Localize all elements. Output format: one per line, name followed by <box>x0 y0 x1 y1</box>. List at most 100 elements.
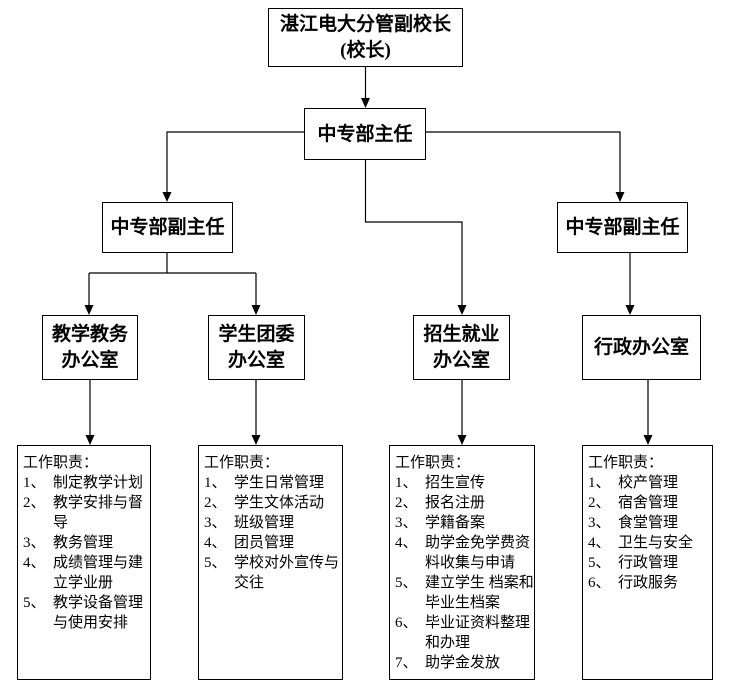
duty-item-text: 宿舍管理 <box>618 495 679 511</box>
duties-admin-heading: 工作职责： <box>588 455 664 471</box>
duty-item-text: 学籍备案 <box>425 515 486 531</box>
arrowhead-to-deputy-left <box>162 192 172 202</box>
duty-item: 1、 校产管理 <box>588 473 712 493</box>
duty-item-number: 3、 <box>23 535 46 551</box>
duty-item: 1、 招生宣传 <box>395 473 534 493</box>
duty-item-number: 5、 <box>23 595 46 611</box>
arrowhead-to-teaching-office <box>84 305 94 315</box>
duty-item: 5、 建立学生 档案和毕业生档案 <box>395 573 534 613</box>
duty-item-text: 教学设备管理与使用安排 <box>53 595 144 631</box>
duty-item-number: 4、 <box>23 555 46 571</box>
duty-item-number: 1、 <box>395 475 418 491</box>
connector-director-to-deputy-left <box>166 131 304 194</box>
duty-item: 6、 行政服务 <box>588 573 712 593</box>
duties-enrollment-heading: 工作职责： <box>395 455 471 471</box>
duty-item: 1、 制定教学计划 <box>23 473 150 493</box>
department-director-label: 中专部主任 <box>317 123 413 145</box>
arrowhead-to-student-office <box>251 305 261 315</box>
duty-item-text: 学生文体活动 <box>234 495 325 511</box>
box-office-student-league: 学生团委 办公室 <box>208 315 305 380</box>
duty-item: 2、 学生文体活动 <box>204 493 342 513</box>
duty-item-number: 2、 <box>588 495 611 511</box>
duty-item-text: 助学金发放 <box>425 655 501 671</box>
office-teaching-line1: 教学教务 <box>51 323 128 345</box>
duty-item: 3、 班级管理 <box>204 513 342 533</box>
arrowhead-to-enrollment-office <box>457 305 467 315</box>
box-duties-student-league: 工作职责： 1、 学生日常管理 2、 学生文体活动 3、 班级管理 4、 团员管… <box>198 445 343 680</box>
duty-item-number: 1、 <box>588 475 611 491</box>
duty-item: 2、 报名注册 <box>395 493 534 513</box>
duty-item: 4、 助学金免学费资料收集与申请 <box>395 533 534 573</box>
office-enrollment-line2: 办公室 <box>432 349 490 371</box>
vice-president-line1: 湛江电大分管副校长 <box>279 13 451 35</box>
duty-item-number: 6、 <box>588 575 611 591</box>
arrowhead-to-director <box>361 98 370 108</box>
office-enrollment-line1: 招生就业 <box>423 323 500 345</box>
office-student-league-line1: 学生团委 <box>218 323 295 345</box>
duty-item-number: 3、 <box>395 515 418 531</box>
duty-item: 3、 学籍备案 <box>395 513 534 533</box>
duty-item-number: 3、 <box>204 515 227 531</box>
duty-item-text: 食堂管理 <box>618 515 679 531</box>
duty-item: 2、 宿舍管理 <box>588 493 712 513</box>
vice-president-line2: (校长) <box>340 39 391 61</box>
duty-item-number: 1、 <box>23 475 46 491</box>
duty-item-text: 教学安排与督导 <box>53 495 144 531</box>
connector-director-to-deputy-right <box>426 131 621 194</box>
arrowhead-to-admin-office <box>625 305 635 315</box>
box-department-director: 中专部主任 <box>304 108 426 160</box>
duty-item: 3、 教务管理 <box>23 533 150 553</box>
office-teaching-line2: 办公室 <box>61 349 119 371</box>
duty-item-text: 毕业证资料整理和办理 <box>425 615 531 651</box>
duty-item-text: 学校对外宣传与交往 <box>234 555 340 591</box>
box-duties-teaching: 工作职责： 1、 制定教学计划 2、 教学安排与督导 3、 教务管理 4、 成绩… <box>17 445 151 680</box>
arrowhead-to-duties-student <box>251 435 261 445</box>
arrowhead-to-duties-enrollment <box>457 435 467 445</box>
duty-item: 5、 行政管理 <box>588 553 712 573</box>
connector-director-to-enrollment-office <box>364 160 463 307</box>
duty-item-text: 制定教学计划 <box>53 475 144 491</box>
duty-item-text: 班级管理 <box>234 515 295 531</box>
duty-item-text: 报名注册 <box>425 495 486 511</box>
duty-item-text: 学生日常管理 <box>234 475 325 491</box>
duties-teaching-heading: 工作职责： <box>23 455 99 471</box>
duty-item-number: 3、 <box>588 515 611 531</box>
deputy-director-right-label: 中专部副主任 <box>565 217 680 238</box>
deputy-director-left-label: 中专部副主任 <box>110 217 225 238</box>
arrowhead-to-deputy-right <box>615 192 625 202</box>
duty-item: 4、 卫生与安全 <box>588 533 712 553</box>
duty-item-number: 7、 <box>395 655 418 671</box>
duty-item-text: 教务管理 <box>53 535 114 551</box>
duty-item-text: 卫生与安全 <box>618 535 694 551</box>
duty-item-number: 6、 <box>395 615 418 631</box>
duty-item-number: 5、 <box>395 575 418 591</box>
office-student-league-line2: 办公室 <box>227 349 285 371</box>
duty-item-number: 4、 <box>588 535 611 551</box>
box-duties-enrollment: 工作职责： 1、 招生宣传 2、 报名注册 3、 学籍备案 4、 助学金免学费资… <box>389 445 535 680</box>
duty-item-number: 4、 <box>395 535 418 551</box>
duty-item-text: 校产管理 <box>618 475 679 491</box>
duty-item-number: 5、 <box>588 555 611 571</box>
box-office-enrollment: 招生就业 办公室 <box>413 315 510 380</box>
office-admin-line1: 行政办公室 <box>593 336 689 358</box>
duty-item: 7、 助学金发放 <box>395 653 534 673</box>
duty-item-text: 成绩管理与建立学业册 <box>53 555 144 591</box>
arrowhead-to-duties-admin <box>643 435 653 445</box>
duty-item: 5、 学校对外宣传与交往 <box>204 553 342 593</box>
duty-item-text: 行政管理 <box>618 555 679 571</box>
duty-item-text: 行政服务 <box>618 575 679 591</box>
box-deputy-director-left: 中专部副主任 <box>102 202 233 253</box>
duty-item: 6、 毕业证资料整理和办理 <box>395 613 534 653</box>
duty-item: 4、 团员管理 <box>204 533 342 553</box>
duty-item-number: 2、 <box>395 495 418 511</box>
duty-item-number: 2、 <box>23 495 46 511</box>
duty-item-text: 建立学生 档案和毕业生档案 <box>425 575 534 611</box>
box-office-teaching: 教学教务 办公室 <box>42 315 138 380</box>
duty-item: 3、 食堂管理 <box>588 513 712 533</box>
duty-item-number: 1、 <box>204 475 227 491</box>
box-deputy-director-right: 中专部副主任 <box>557 202 688 253</box>
duties-student-heading: 工作职责： <box>204 455 280 471</box>
box-vice-president: 湛江电大分管副校长 (校长) <box>268 8 463 67</box>
